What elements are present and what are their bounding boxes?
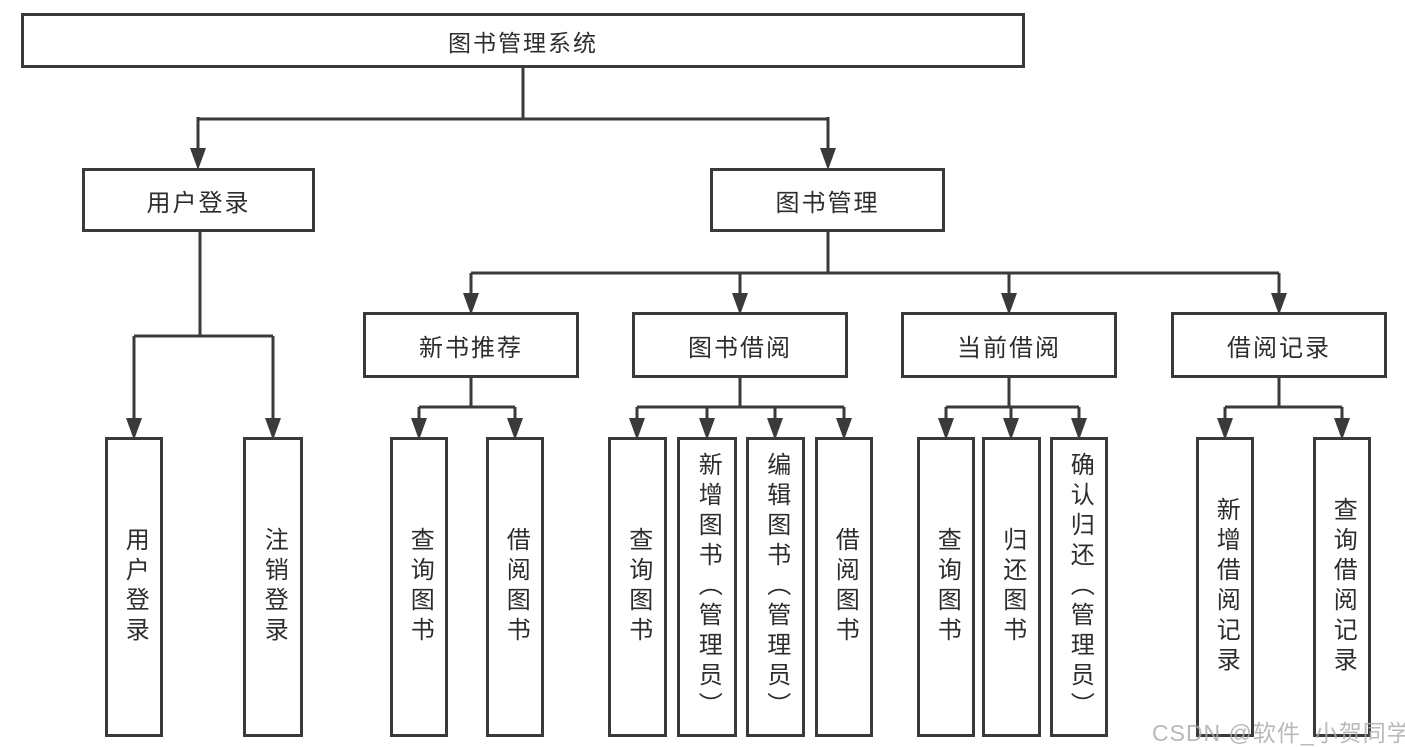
leaf-borrow-book: 借阅图书: [815, 437, 873, 737]
leaf-recommend-borrow-book: 借阅图书: [486, 437, 544, 737]
leaf-add-book-admin: 新增图书（管理员）: [677, 437, 737, 737]
leaf-borrow-query-book: 查询图书: [608, 437, 667, 737]
leaf-query-borrow-record: 查询借阅记录: [1313, 437, 1371, 737]
leaf-add-borrow-record-label: 新增借阅记录: [1212, 497, 1240, 677]
leaf-borrow-book-label: 借阅图书: [831, 527, 859, 647]
leaf-add-borrow-record: 新增借阅记录: [1196, 437, 1254, 737]
leaf-edit-book-admin-label: 编辑图书（管理员）: [762, 452, 790, 722]
node-user-login: 用户登录: [82, 168, 315, 232]
leaf-return-book-label: 归还图书: [998, 527, 1026, 647]
node-current-borrow-label: 当前借阅: [957, 334, 1061, 362]
leaf-user-login-label: 用户登录: [121, 527, 149, 647]
node-root-label: 图书管理系统: [448, 29, 598, 56]
leaf-edit-book-admin: 编辑图书（管理员）: [746, 437, 805, 737]
node-book-management-label: 图书管理: [775, 189, 880, 217]
leaf-logout-label: 注销登录: [260, 527, 288, 647]
leaf-logout: 注销登录: [243, 437, 303, 737]
node-book-borrow: 图书借阅: [632, 312, 848, 378]
node-root: 图书管理系统: [21, 13, 1025, 68]
leaf-confirm-return-admin-label: 确认归还（管理员）: [1066, 452, 1094, 722]
node-user-login-label: 用户登录: [146, 189, 251, 217]
leaf-current-query-book: 查询图书: [917, 437, 975, 737]
leaf-current-query-book-label: 查询图书: [933, 527, 961, 647]
leaf-user-login: 用户登录: [105, 437, 163, 737]
node-book-management: 图书管理: [710, 168, 945, 232]
csdn-watermark: CSDN @软件_小贺同学: [1152, 720, 1405, 746]
leaf-recommend-borrow-book-label: 借阅图书: [502, 527, 530, 647]
node-new-book-recommend: 新书推荐: [363, 312, 579, 378]
node-borrow-records: 借阅记录: [1171, 312, 1387, 378]
leaf-query-borrow-record-label: 查询借阅记录: [1329, 497, 1357, 677]
node-book-borrow-label: 图书借阅: [688, 334, 792, 362]
leaf-confirm-return-admin: 确认归还（管理员）: [1050, 437, 1108, 737]
leaf-borrow-query-book-label: 查询图书: [624, 527, 652, 647]
leaf-recommend-query-book: 查询图书: [390, 437, 448, 737]
node-new-book-recommend-label: 新书推荐: [419, 334, 523, 362]
node-current-borrow: 当前借阅: [901, 312, 1117, 378]
leaf-return-book: 归还图书: [982, 437, 1041, 737]
node-borrow-records-label: 借阅记录: [1227, 334, 1331, 362]
leaf-add-book-admin-label: 新增图书（管理员）: [694, 452, 722, 722]
leaf-recommend-query-book-label: 查询图书: [406, 527, 434, 647]
